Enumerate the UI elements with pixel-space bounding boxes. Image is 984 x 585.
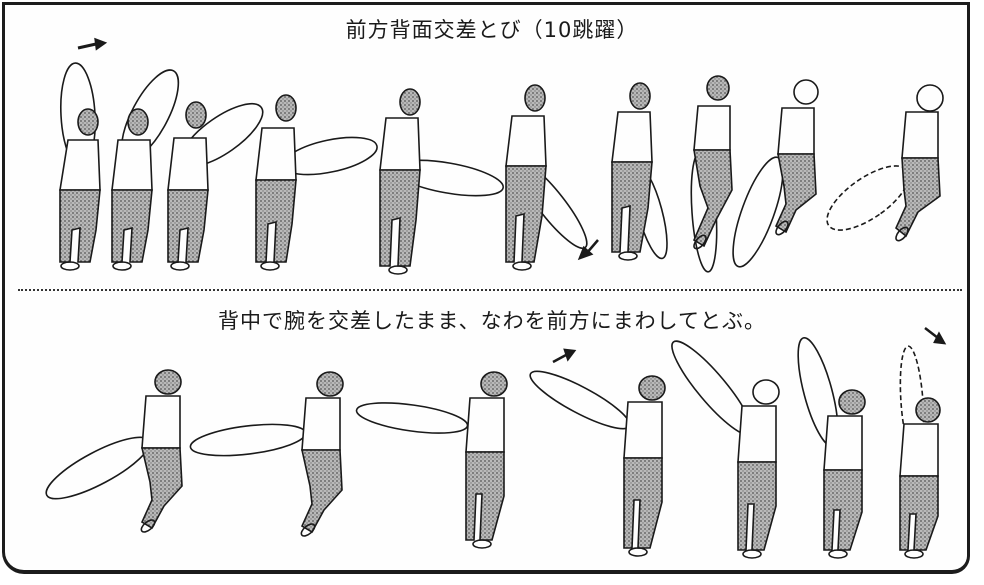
jumper-figure	[899, 345, 941, 559]
jumper-figure	[355, 371, 508, 549]
jumper-figure	[826, 84, 944, 242]
jumper-figure	[732, 79, 819, 268]
arrow-icon	[552, 348, 577, 364]
jumper-figure	[529, 370, 666, 557]
jumper-figure	[111, 69, 180, 271]
jumper-figure	[611, 82, 668, 261]
jumper-figure	[189, 371, 344, 537]
jumper-figure	[505, 84, 588, 271]
jumper-figure	[255, 94, 378, 271]
jumper-figure	[45, 369, 183, 533]
jumper-figure	[59, 62, 101, 271]
arrow-icon	[77, 37, 108, 51]
bottom-caption: 背中で腕を交差したまま、なわを前方にまわしてとぶ。	[218, 309, 766, 333]
jumper-figure	[379, 88, 505, 275]
jumper-figure	[167, 101, 264, 271]
arrow-icon	[577, 239, 599, 261]
jumper-figure	[671, 340, 780, 559]
jumper-figure	[797, 336, 866, 559]
top-caption: 前方背面交差とび（10跳躍）	[345, 18, 639, 42]
jumper-figure	[690, 75, 733, 273]
dotted-divider	[18, 289, 962, 291]
arrow-icon	[924, 327, 947, 345]
